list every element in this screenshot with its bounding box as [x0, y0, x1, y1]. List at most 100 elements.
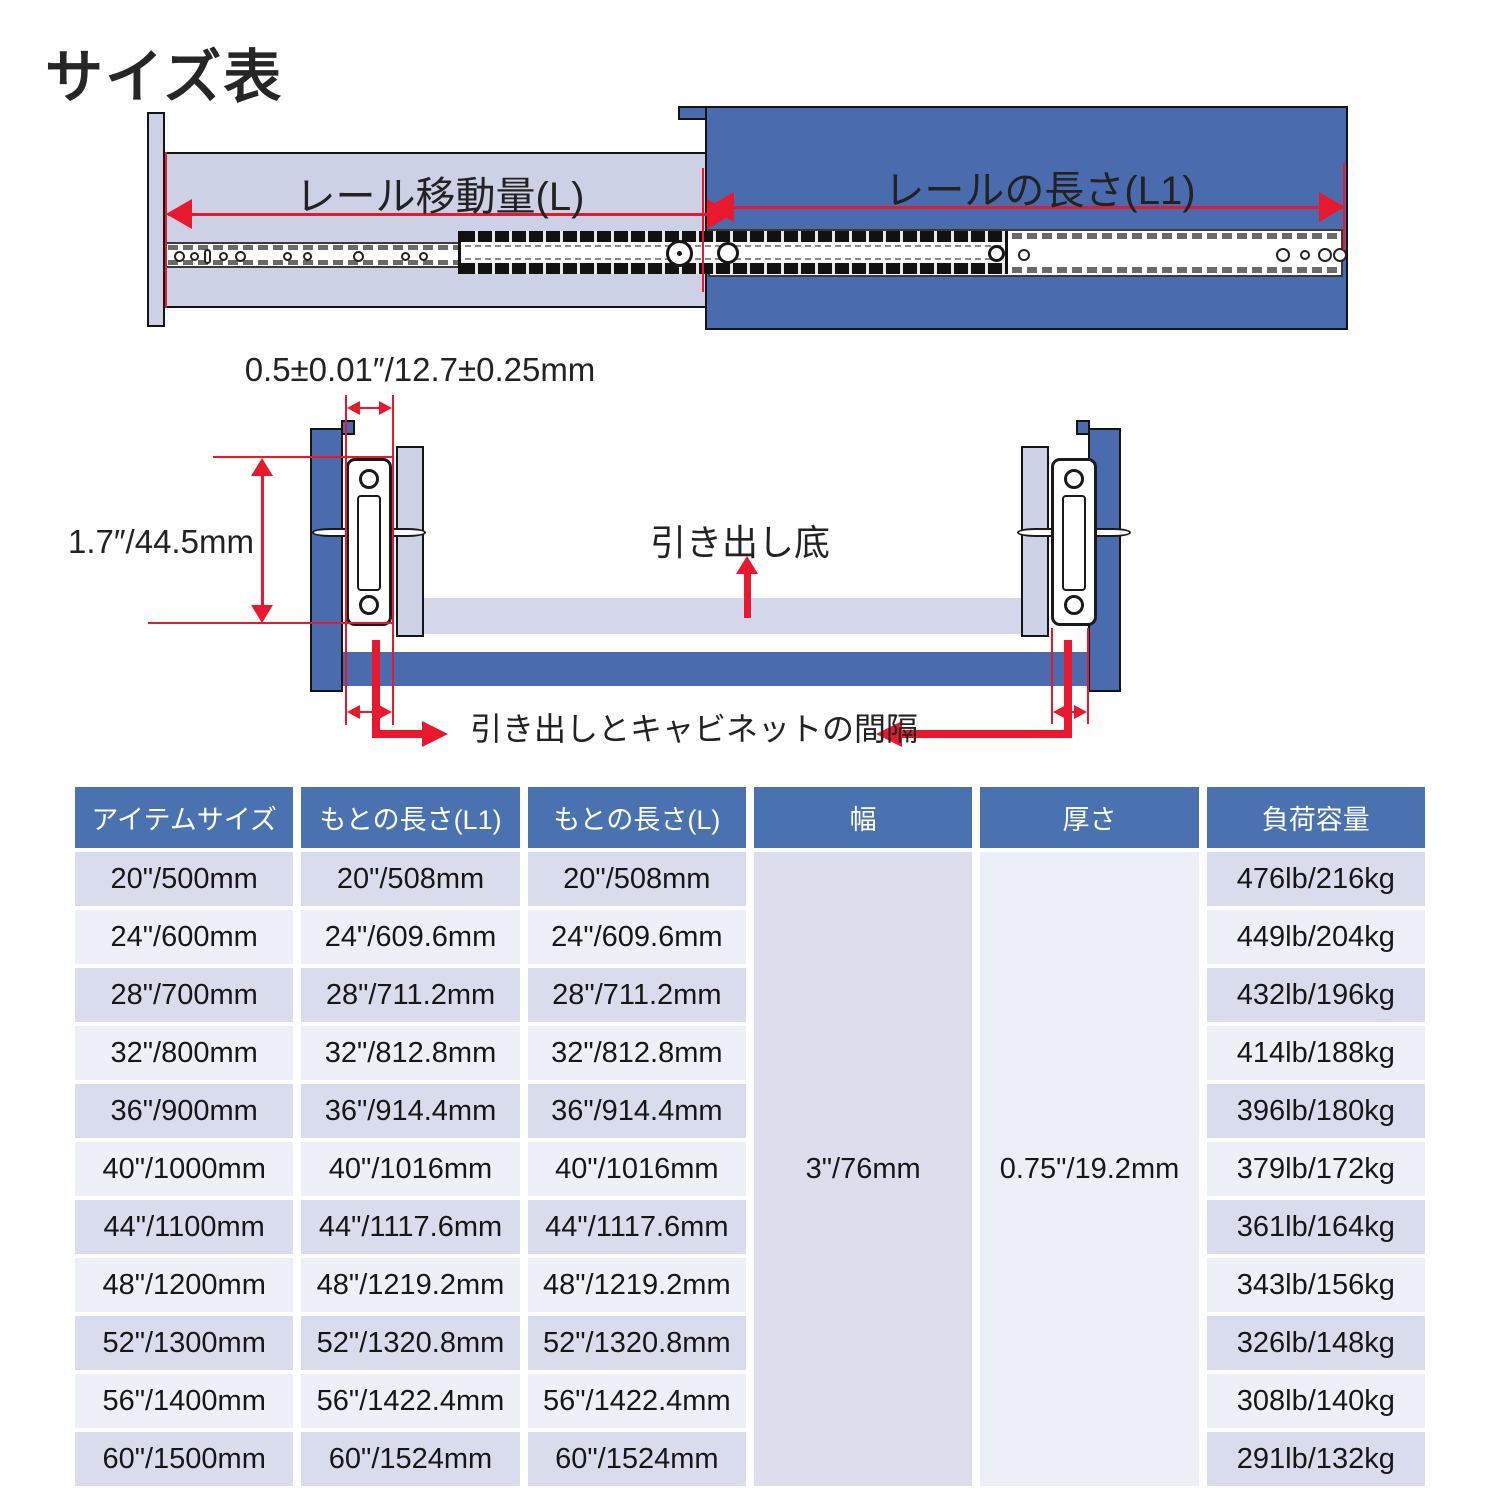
arrowhead-right-icon [379, 705, 392, 719]
height-tick-top [213, 456, 394, 458]
rail-hole [401, 252, 410, 261]
load-capacity-cell: 476lb/216kg [1206, 852, 1425, 906]
drawer-body-panel [165, 152, 740, 308]
rail-length-label: レールの長さ(L1) [884, 169, 1196, 213]
cabinet-bottom-board [343, 652, 1121, 686]
item-size-cell: 36"/900mm [75, 1084, 294, 1138]
rail-hole [219, 252, 228, 261]
item-size-cell: 60"/1500mm [75, 1432, 294, 1486]
column-header-6: 負荷容量 [1206, 787, 1425, 848]
gap-dim-line [1051, 628, 1053, 724]
column-header-1: アイテムサイズ [75, 787, 294, 848]
length-l1-cell: 32"/812.8mm [301, 1026, 520, 1080]
length-l1-cell: 28"/711.2mm [301, 968, 520, 1022]
rail-travel-label: レール移動量(L) [295, 175, 585, 219]
rail-hole [190, 252, 199, 261]
load-capacity-cell: 291lb/132kg [1206, 1432, 1425, 1486]
arrowhead-down-icon [251, 605, 273, 623]
dim-line-left [165, 152, 167, 308]
clearance-dim-arrow [349, 407, 390, 409]
rail-hole [1276, 248, 1290, 262]
dim-line-middle [702, 168, 704, 292]
length-l-cell: 44"/1117.6mm [527, 1200, 746, 1254]
rail-hole [353, 251, 364, 262]
clearance-dim-line [392, 395, 394, 725]
drawer-side-left [396, 446, 424, 637]
item-size-cell: 24"/600mm [75, 910, 294, 964]
item-size-cell: 32"/800mm [75, 1026, 294, 1080]
outer-rail-bottom-band [712, 267, 1339, 273]
inner-rail [165, 242, 742, 268]
length-l-cell: 20"/508mm [527, 852, 746, 906]
item-size-cell: 52"/1300mm [75, 1316, 294, 1370]
mounting-pin-icon [390, 528, 426, 537]
rail-bearing-circle [717, 242, 739, 264]
rail-hole [1300, 250, 1310, 260]
length-l1-cell: 48"/1219.2mm [301, 1258, 520, 1312]
arrowhead-left-icon [876, 721, 902, 747]
length-l-cell: 48"/1219.2mm [527, 1258, 746, 1312]
rail-hole [1333, 248, 1347, 262]
side-clearance-label: 0.5±0.01″/12.7±0.25mm [244, 351, 596, 388]
arrowhead-left-icon [1053, 705, 1066, 719]
load-capacity-cell: 308lb/140kg [1206, 1374, 1425, 1428]
length-l1-cell: 44"/1117.6mm [301, 1200, 520, 1254]
drawer-front-panel [147, 112, 165, 327]
length-l1-cell: 52"/1320.8mm [301, 1316, 520, 1370]
drawer-bottom-board [422, 598, 1022, 634]
slide-inner-profile [357, 495, 381, 591]
drawer-cabinet-gap-label: 引き出しとキャビネットの間隔 [470, 711, 919, 747]
load-capacity-cell: 432lb/196kg [1206, 968, 1425, 1022]
arrowhead-right-icon [379, 401, 392, 415]
length-l-cell: 60"/1524mm [527, 1432, 746, 1486]
arrowhead-right-icon [1319, 192, 1345, 222]
load-capacity-cell: 361lb/164kg [1206, 1200, 1425, 1254]
rail-hole [204, 249, 211, 264]
length-l1-cell: 56"/1422.4mm [301, 1374, 520, 1428]
load-capacity-cell: 343lb/156kg [1206, 1258, 1425, 1312]
travel-dim-arrow [168, 213, 730, 216]
cabinet-side-right-tab [1076, 420, 1090, 435]
length-l-cell: 56"/1422.4mm [527, 1374, 746, 1428]
item-size-cell: 44"/1100mm [75, 1200, 294, 1254]
width-cell: 3"/76mm [753, 852, 973, 1486]
arrowhead-right-icon [422, 721, 448, 747]
load-capacity-cell: 396lb/180kg [1206, 1084, 1425, 1138]
cabinet-side-left-tab [341, 420, 355, 435]
arrowhead-left-icon [166, 199, 192, 229]
column-header-2: もとの長さ(L1) [301, 787, 520, 848]
length-dim-arrow [710, 206, 1344, 209]
mounting-pin-icon [312, 528, 348, 537]
drawer-side-right [1021, 446, 1049, 637]
length-l-cell: 28"/711.2mm [527, 968, 746, 1022]
arrowhead-up-icon [736, 556, 758, 574]
cabinet-side-left [310, 428, 343, 692]
drawer-bottom-arrow [744, 572, 751, 618]
page-title: サイズ表 [45, 45, 284, 110]
slide-cross-section-right [1051, 458, 1097, 626]
column-header-5: 厚さ [980, 787, 1199, 848]
rail-height-label: 1.7″/44.5mm [68, 523, 254, 560]
gap-leader-right [1064, 640, 1072, 738]
arrowhead-left-icon [708, 192, 734, 222]
cabinet-panel [705, 106, 1348, 330]
length-l1-cell: 40"/1016mm [301, 1142, 520, 1196]
bearing-circle-icon [359, 595, 379, 615]
length-l1-cell: 24"/609.6mm [301, 910, 520, 964]
height-dim-arrow [261, 462, 264, 619]
load-capacity-cell: 379lb/172kg [1206, 1142, 1425, 1196]
mounting-pin-icon [1095, 528, 1131, 537]
gap-leader-left [372, 640, 380, 738]
rail-bearing-circle [666, 240, 693, 267]
item-size-cell: 48"/1200mm [75, 1258, 294, 1312]
rail-hole [303, 252, 312, 261]
gap-leader-left [372, 730, 424, 738]
bearing-circle-icon [1064, 595, 1084, 615]
load-capacity-cell: 326lb/148kg [1206, 1316, 1425, 1370]
length-l-cell: 24"/609.6mm [527, 910, 746, 964]
item-size-cell: 20"/500mm [75, 852, 294, 906]
thickness-cell: 0.75"/19.2mm [980, 852, 1199, 1486]
length-l-cell: 40"/1016mm [527, 1142, 746, 1196]
